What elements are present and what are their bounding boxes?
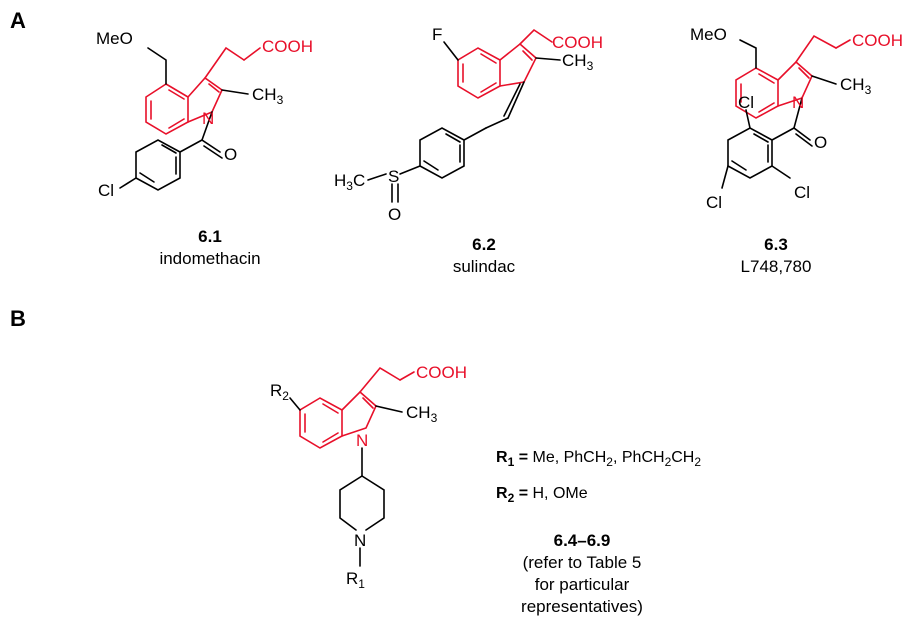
r1-definition: R1 = Me, PhCH2, PhCH2CH2 — [496, 449, 701, 469]
atom-cooh-6-2: COOH — [552, 33, 603, 52]
series-note-line-1: (refer to Table 5 — [523, 553, 642, 572]
atom-h3c-6-2: H3C — [334, 171, 365, 193]
compound-name-6-1: indomethacin — [159, 249, 260, 268]
atom-cl-6-1: Cl — [98, 181, 114, 200]
series-note-line-3: representatives) — [521, 597, 643, 616]
atom-r1-general: R1 — [346, 569, 365, 591]
indene-core-6-2 — [457, 42, 537, 99]
atom-n-6-3: N — [792, 93, 804, 112]
atom-meo-6-1: MeO — [96, 29, 133, 48]
series-note-line-2: for particular — [535, 575, 630, 594]
r2-definition: R2 = H, OMe — [496, 485, 588, 505]
atom-o-6-2: O — [388, 205, 401, 224]
atom-o-6-1: O — [224, 145, 237, 164]
structure-6-2: F COOH CH3 S O H3C — [334, 25, 603, 224]
atom-ch3-6-2: CH3 — [562, 51, 594, 73]
atom-cl-para-6-3: Cl — [706, 193, 722, 212]
compound-name-6-3: L748,780 — [741, 257, 812, 276]
compound-name-6-2: sulindac — [453, 257, 516, 276]
atom-ch3-6-3: CH3 — [840, 75, 872, 97]
atom-meo-6-3: MeO — [690, 25, 727, 44]
series-range: 6.4–6.9 — [554, 531, 611, 550]
atom-cooh-6-3: COOH — [852, 31, 903, 50]
atom-ch3-6-1: CH3 — [252, 85, 284, 107]
atom-cooh-general: COOH — [416, 363, 467, 382]
atom-s-6-2: S — [388, 167, 399, 186]
compound-number-6-1: 6.1 — [198, 227, 222, 246]
structure-6-1: MeO COOH N CH3 O Cl — [96, 29, 313, 200]
atom-n-indole-general: N — [356, 431, 368, 450]
panel-label-a: A — [10, 8, 26, 33]
atom-f-6-2: F — [432, 25, 442, 44]
atom-cl-ortho-6-3: Cl — [738, 93, 754, 112]
structure-6-3: MeO COOH N CH3 O Cl Cl Cl — [690, 25, 903, 212]
compound-number-6-2: 6.2 — [472, 235, 496, 254]
structure-general: R2 COOH N CH3 N R1 — [270, 363, 467, 591]
panel-label-b: B — [10, 306, 26, 331]
compound-number-6-3: 6.3 — [764, 235, 788, 254]
atom-cl-ortho2-6-3: Cl — [794, 183, 810, 202]
atom-ch3-general: CH3 — [406, 403, 438, 425]
atom-o-6-3: O — [814, 133, 827, 152]
atom-cooh-6-1: COOH — [262, 37, 313, 56]
atom-r2-general: R2 — [270, 381, 289, 403]
atom-n-6-1: N — [202, 109, 214, 128]
atom-n-piperidine-general: N — [354, 531, 366, 550]
